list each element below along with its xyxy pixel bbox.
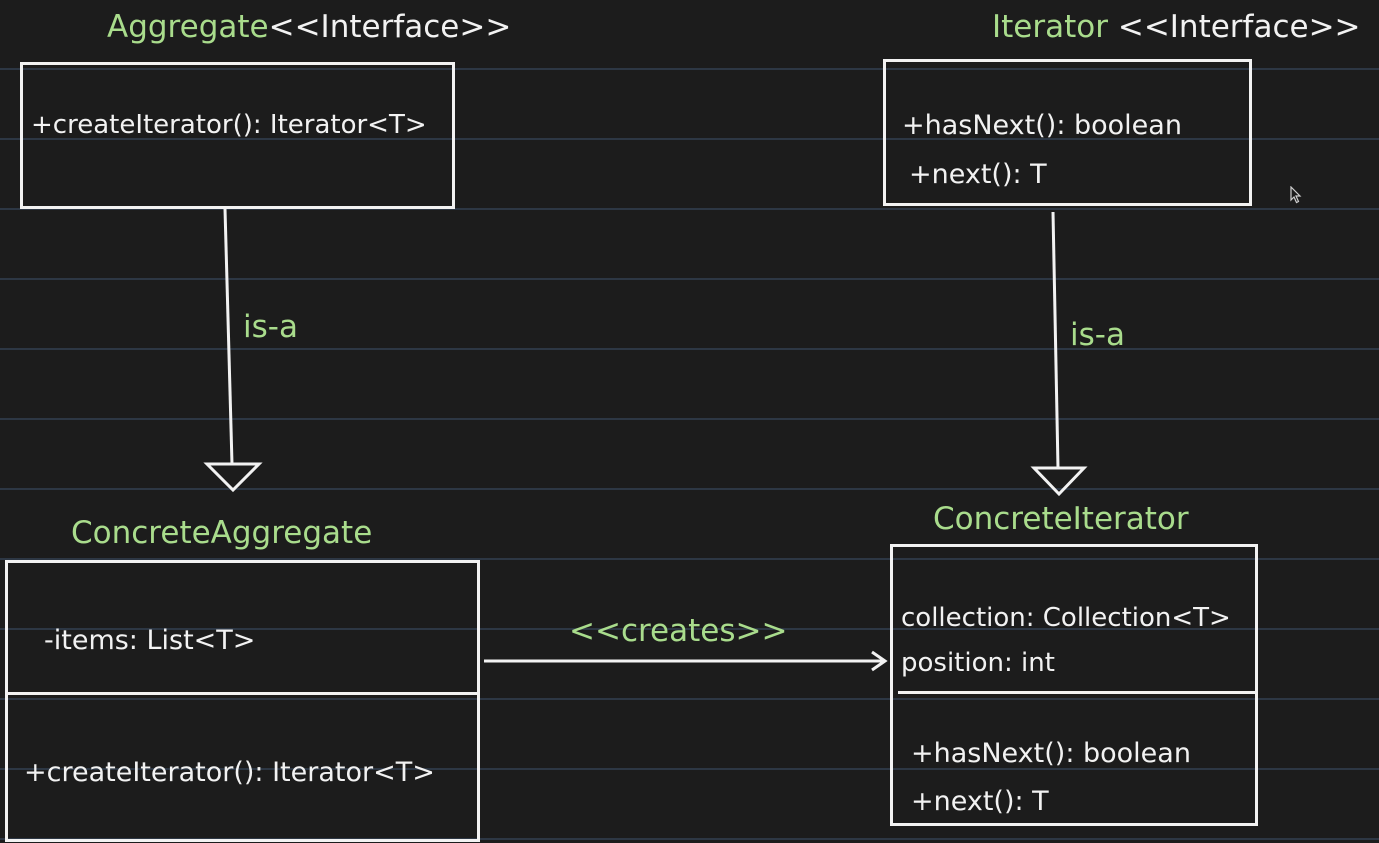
iterator-method-has-next: +hasNext(): boolean [902, 110, 1182, 141]
creates-arrowhead [871, 650, 888, 672]
iterator-isa-label: is-a [1070, 317, 1125, 353]
concrete-iterator-divider [898, 691, 1255, 694]
aggregate-isa-label: is-a [243, 309, 298, 345]
aggregate-box: +createIterator(): Iterator<T> [20, 62, 455, 209]
iterator-stereotype: <<Interface>> [1117, 9, 1361, 45]
concrete-aggregate-divider [8, 692, 477, 695]
concrete-iterator-field-collection: collection: Collection<T> [901, 603, 1231, 633]
concrete-aggregate-title: ConcreteAggregate [71, 515, 373, 551]
concrete-iterator-method-has-next: +hasNext(): boolean [911, 738, 1191, 769]
concrete-iterator-title: ConcreteIterator [933, 501, 1189, 537]
mouse-pointer-icon [1290, 186, 1302, 204]
aggregate-title: Aggregate<<Interface>> [107, 12, 511, 43]
concrete-aggregate-box: -items: List<T> +createIterator(): Itera… [5, 560, 480, 842]
iterator-method-next: +next(): T [909, 159, 1047, 190]
iterator-title: Iterator <<Interface>> [992, 12, 1361, 43]
aggregate-name: Aggregate [107, 9, 269, 45]
creates-label: <<creates>> [569, 613, 788, 649]
aggregate-method: +createIterator(): Iterator<T> [31, 110, 427, 140]
iterator-isa-arrowhead [1030, 466, 1088, 497]
iterator-isa-line [1051, 211, 1060, 469]
aggregate-isa-arrowhead [203, 462, 263, 493]
concrete-aggregate-method: +createIterator(): Iterator<T> [24, 757, 435, 788]
iterator-name: Iterator [992, 9, 1108, 45]
concrete-iterator-method-next: +next(): T [911, 786, 1049, 817]
aggregate-stereotype: <<Interface>> [268, 9, 512, 45]
concrete-iterator-field-position: position: int [901, 648, 1055, 678]
concrete-aggregate-field: -items: List<T> [44, 625, 256, 656]
aggregate-isa-line [223, 208, 234, 465]
iterator-box: +hasNext(): boolean +next(): T [883, 59, 1252, 206]
concrete-iterator-box: collection: Collection<T> position: int … [890, 544, 1258, 826]
